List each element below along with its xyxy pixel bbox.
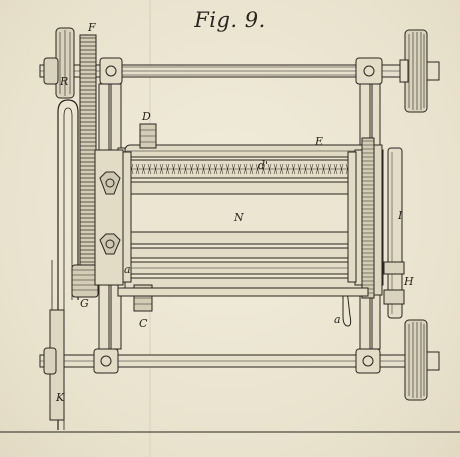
label-I: I [398, 209, 403, 222]
label-E: E [315, 135, 324, 148]
label-N: N [234, 211, 244, 224]
right-top-wheel [399, 29, 440, 113]
label-R: R [60, 75, 69, 88]
label-D: D [142, 110, 151, 123]
right-gear-column [361, 137, 383, 299]
figure-title: Fig. 9. [194, 8, 266, 32]
label-H: H [404, 275, 414, 288]
lower-frame-bar [117, 287, 369, 297]
left-hubs [43, 57, 59, 375]
label-a: a [124, 263, 131, 276]
gear-F [79, 34, 97, 291]
lever-I [383, 147, 405, 319]
label-G: G [80, 297, 89, 310]
label-F: F [88, 21, 96, 34]
label-a-lower: a [334, 313, 341, 326]
hook-a [342, 288, 352, 327]
bearing-blocks [93, 57, 383, 374]
roller-frame [117, 144, 377, 289]
right-bottom-wheel [404, 319, 440, 401]
label-d-prime: d' [258, 159, 269, 172]
pinion-D [139, 123, 157, 149]
label-C: C [139, 317, 148, 330]
gear-G [71, 264, 99, 298]
label-K: K [56, 391, 65, 404]
